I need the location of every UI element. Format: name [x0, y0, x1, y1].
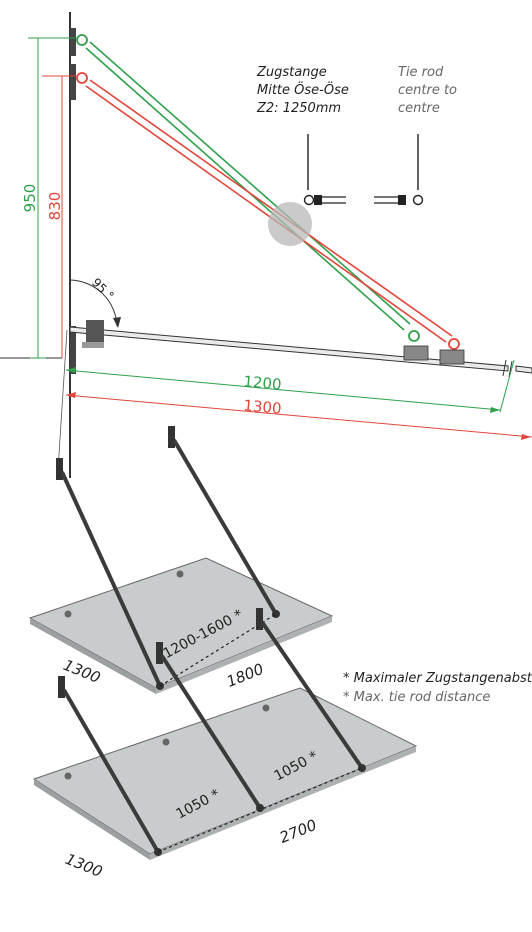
tie-rod-large-2 [160, 654, 262, 810]
dim-1300-arrow-left [66, 392, 76, 398]
wall-bracket-large-2 [156, 642, 163, 664]
dim-1300-label: 1300 [243, 396, 283, 417]
dim-1200-arrow-right [490, 407, 500, 413]
glass-panel-small-edge [30, 618, 156, 694]
wall-bracket-bottom [70, 326, 76, 374]
tie-rod-de-line1: Zugstange [256, 65, 327, 80]
dim-1200-ext-right [499, 359, 515, 413]
tie-rod-de-line2: Mitte Öse-Öse [257, 81, 349, 98]
canopy-small: 1200-1600 * 1300 1800 [28, 426, 334, 694]
glass-eye-red [448, 338, 460, 350]
wall-fixing-large-1 [64, 772, 72, 780]
wall-bracket-small-1 [56, 458, 63, 480]
tie-rod-red-upper [89, 79, 453, 337]
glass-profile-end [515, 365, 532, 374]
dim-1300-line [65, 394, 532, 438]
glass-panel-large-edge [34, 779, 150, 860]
wall-glass-clamp [86, 320, 104, 348]
tie-rod-small-1 [60, 471, 162, 687]
dim-950-label: 950 [21, 184, 39, 213]
side-view: 950 830 95 ° Zugst [0, 12, 532, 478]
tie-rod-large-1 [62, 688, 160, 854]
note-en: * Max. tie rod distance [343, 690, 490, 705]
note-de: * Maximaler Zugstangenabstand [343, 671, 532, 686]
tie-rod-small-2 [172, 438, 278, 616]
wall-glass-clamp-plate [82, 342, 104, 348]
wall-eye-red [76, 72, 88, 84]
dim-830-label: 830 [46, 192, 64, 221]
wall-bracket-large-3 [256, 608, 263, 630]
width-label-small: 1800 [224, 660, 266, 691]
tie-rod-en-line1: Tie rod [398, 65, 444, 80]
wall-bracket-small-2 [168, 426, 175, 448]
tie-rod-large-3 [260, 620, 364, 770]
wall-fixing-small-2 [176, 570, 184, 578]
tie-rod-de-line3: Z2: 1250mm [256, 101, 341, 116]
glass-profile [69, 326, 509, 372]
wall-bracket-large-1 [58, 676, 65, 698]
tie-rod-en-line3: centre [398, 101, 440, 116]
angle-arrow-head [113, 317, 121, 328]
glass-eye-green [408, 330, 420, 342]
angle-label: 95 ° [89, 275, 117, 303]
tie-rod-en-line2: centre to [398, 83, 457, 98]
wall-eye-green [76, 34, 88, 46]
glass-profile-break-2 [508, 360, 513, 378]
wall-slant-line [57, 329, 68, 471]
glass-fixing-large-2 [256, 804, 264, 812]
dim-1200-label: 1200 [243, 372, 283, 393]
wall-bracket-top [70, 28, 76, 56]
rod-distance-line-small [159, 613, 277, 687]
tie-rod-green-upper [89, 41, 411, 325]
wall-fixing-large-2 [162, 738, 170, 746]
rod-crossing-highlight [268, 202, 312, 246]
canopy-large: 1050 * 1050 * 1300 2700 [32, 608, 418, 881]
glass-fixing-small-2 [272, 610, 280, 618]
wall-fixing-large-3 [262, 704, 270, 712]
rod-distance-line-large [157, 767, 363, 853]
glass-clamp-green [403, 345, 429, 361]
glass-profile-break-1 [502, 359, 507, 377]
wall-fixing-small-1 [64, 610, 72, 618]
dim-1200-line [65, 369, 501, 411]
rod-end-detail-right [374, 194, 424, 206]
tie-rod-red-lower [85, 85, 447, 343]
depth-label-large: 1300 [63, 850, 105, 881]
rod-end-detail-left [303, 194, 346, 206]
glass-clamp-red [439, 349, 465, 365]
width-label-large: 2700 [277, 816, 319, 847]
wall-bracket-middle [70, 64, 76, 100]
glass-panel-large-edge-right [150, 746, 416, 860]
dim-1200-arrow-left [66, 367, 76, 373]
dim-1300-arrow-right [521, 434, 531, 440]
glass-fixing-large-3 [358, 764, 366, 772]
glass-panel-small-edge-right [156, 616, 332, 694]
